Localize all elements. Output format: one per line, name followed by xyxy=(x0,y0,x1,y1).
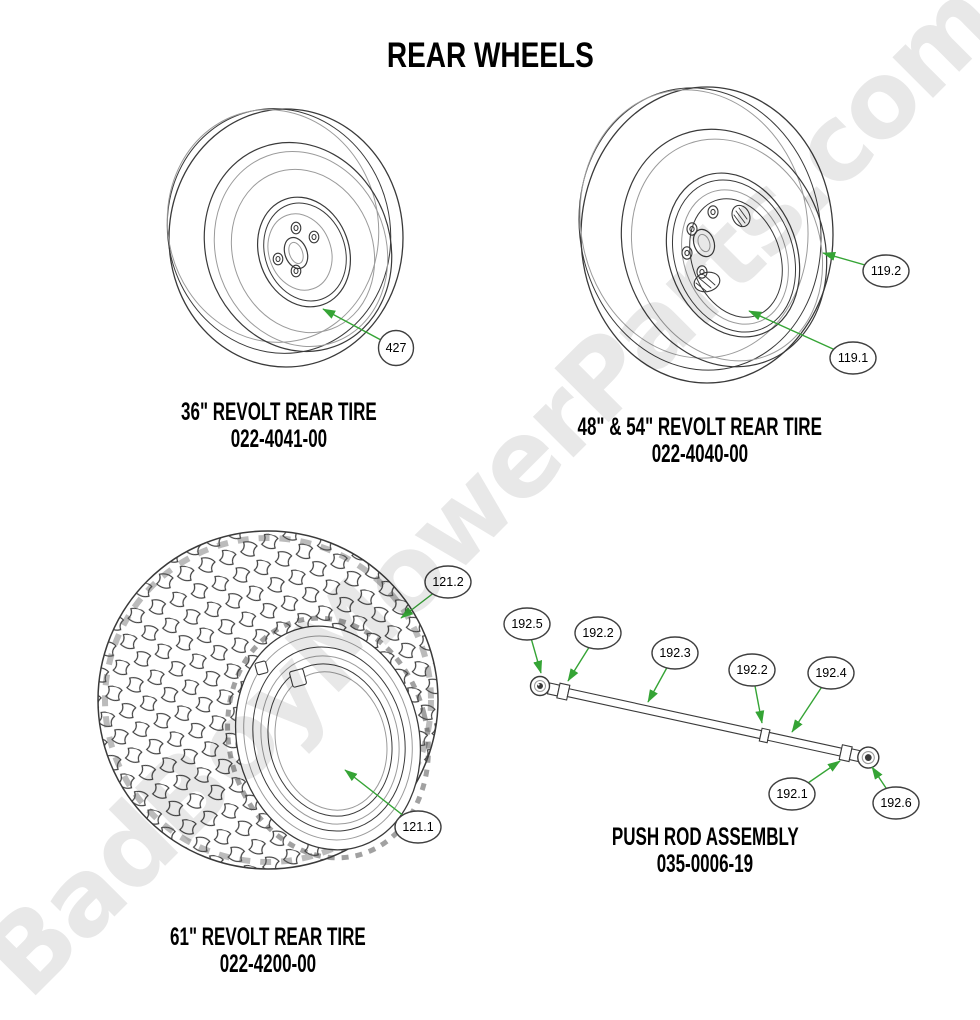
tire-61-part-number: 022-4200-00 xyxy=(219,950,317,978)
tire-36-lug-holes xyxy=(272,221,320,278)
tire-48-sidewall-outer xyxy=(620,128,828,368)
callout-427-text: 427 xyxy=(386,341,407,355)
tire-36-tread-line xyxy=(166,109,380,343)
figure-label-61-tire: 61" REVOLT REAR TIRE 022-4200-00 xyxy=(68,924,468,978)
tire-61-outer-lugs xyxy=(102,535,434,865)
callout-192-5-text: 192.5 xyxy=(511,617,542,631)
parts-diagram-canvas: 427 119.2 119.1 121.2 121.1 192.5 192.2 xyxy=(97,86,920,870)
page-title-text: REAR WHEELS xyxy=(386,36,594,75)
callout-121-2-text: 121.2 xyxy=(432,575,463,589)
tire-61-hub-piece xyxy=(254,660,269,676)
callout-121-1: 121.1 xyxy=(394,810,442,844)
tire-36-rim-bead xyxy=(256,196,352,308)
callout-192-2b-text: 192.2 xyxy=(736,663,767,677)
tire-36-part-number: 022-4041-00 xyxy=(230,425,328,453)
push-rod-label: PUSH ROD ASSEMBLY xyxy=(611,823,799,851)
tire-36-center-bore xyxy=(283,236,309,270)
callout-119-1-text: 119.1 xyxy=(838,351,868,365)
callout-121-2: 121.2 xyxy=(424,565,472,599)
push-rod-drawing xyxy=(529,675,880,769)
tire-61-label: 61" REVOLT REAR TIRE xyxy=(170,923,366,951)
page-title: REAR WHEELS xyxy=(0,36,980,76)
callout-192-3-text: 192.3 xyxy=(659,646,690,660)
figure-label-36-tire: 36" REVOLT REAR TIRE 022-4041-00 xyxy=(79,399,479,453)
push-rod-part-number: 035-0006-19 xyxy=(656,850,754,878)
rod-shaft-left xyxy=(566,688,763,740)
tire-48-rim-bead xyxy=(665,172,801,338)
tire-36-hub-plate xyxy=(267,213,333,291)
tire-48-vent-holes xyxy=(693,204,751,293)
tire-61-hub-tab xyxy=(289,668,307,688)
callout-192-3: 192.3 xyxy=(651,636,699,670)
tire-61-inner-lug-edge xyxy=(225,615,431,861)
callout-192-2b: 192.2 xyxy=(728,653,776,687)
figure-label-push-rod: PUSH ROD ASSEMBLY 035-0006-19 xyxy=(505,824,905,878)
callout-192-2a: 192.2 xyxy=(574,616,622,650)
rod-shaft-right xyxy=(767,731,843,757)
callout-192-1-text: 192.1 xyxy=(776,787,807,801)
tire-36-sidewall-outer xyxy=(203,141,393,353)
callout-bubbles: 427 119.2 119.1 121.2 121.1 192.5 192.2 xyxy=(377,254,920,844)
callout-192-6-text: 192.6 xyxy=(880,796,911,810)
tire-36-label: 36" REVOLT REAR TIRE xyxy=(181,398,377,426)
callout-427: 427 xyxy=(377,329,415,367)
tire-48-silhouette xyxy=(580,86,834,384)
figure-label-48-54-tire: 48" & 54" REVOLT REAR TIRE 022-4040-00 xyxy=(500,414,900,468)
tire-36-drawing xyxy=(166,108,404,368)
callout-121-1-text: 121.1 xyxy=(402,820,433,834)
callout-192-6: 192.6 xyxy=(872,786,920,820)
callout-192-4-text: 192.4 xyxy=(815,666,846,680)
tire-48-lug-holes xyxy=(681,205,719,279)
callout-119-1: 119.1 xyxy=(829,341,877,375)
tire-61-rim-bead xyxy=(252,646,406,832)
callout-192-2a-text: 192.2 xyxy=(582,626,613,640)
callout-192-4: 192.4 xyxy=(807,656,855,690)
tire-48-center-bore xyxy=(692,228,716,258)
tire-48-54-drawing xyxy=(578,86,834,384)
callout-192-5: 192.5 xyxy=(503,607,551,641)
callout-119-2-text: 119.2 xyxy=(871,264,901,278)
callout-119-2: 119.2 xyxy=(862,254,910,288)
tire-48-54-part-number: 022-4040-00 xyxy=(651,440,749,468)
tire-48-54-label: 48" & 54" REVOLT REAR TIRE xyxy=(577,413,823,441)
callout-192-1: 192.1 xyxy=(768,777,816,811)
tire-61-drawing xyxy=(97,530,439,870)
